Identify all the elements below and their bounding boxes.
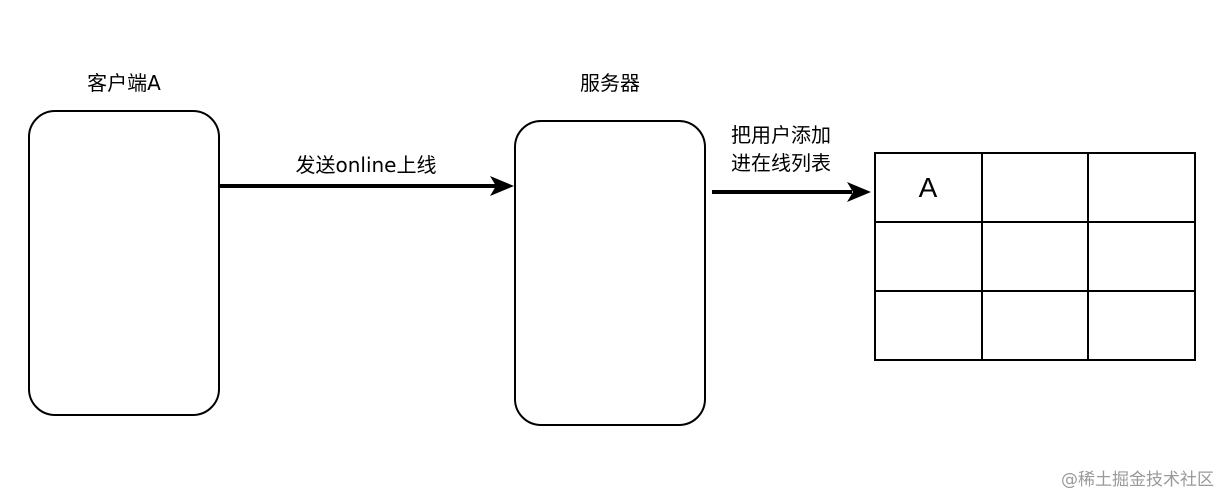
online-list-table: A <box>874 152 1196 361</box>
table-cell: A <box>919 172 938 203</box>
server-node-label: 服务器 <box>580 71 640 95</box>
add-user-edge-label-line-1: 把用户添加 <box>731 123 831 147</box>
send-online-edge-label: 发送online上线 <box>295 153 436 177</box>
client-node-label: 客户端A <box>87 71 161 95</box>
watermark-text: @稀土掘金技术社区 <box>1061 470 1214 490</box>
add-user-edge-label-line-2: 进在线列表 <box>731 151 831 175</box>
send-online-arrowhead <box>490 176 514 196</box>
online-list-table-border <box>874 152 1196 361</box>
server-node[interactable] <box>514 120 706 426</box>
add-user-arrowhead <box>847 182 871 202</box>
client-node[interactable] <box>28 110 220 416</box>
